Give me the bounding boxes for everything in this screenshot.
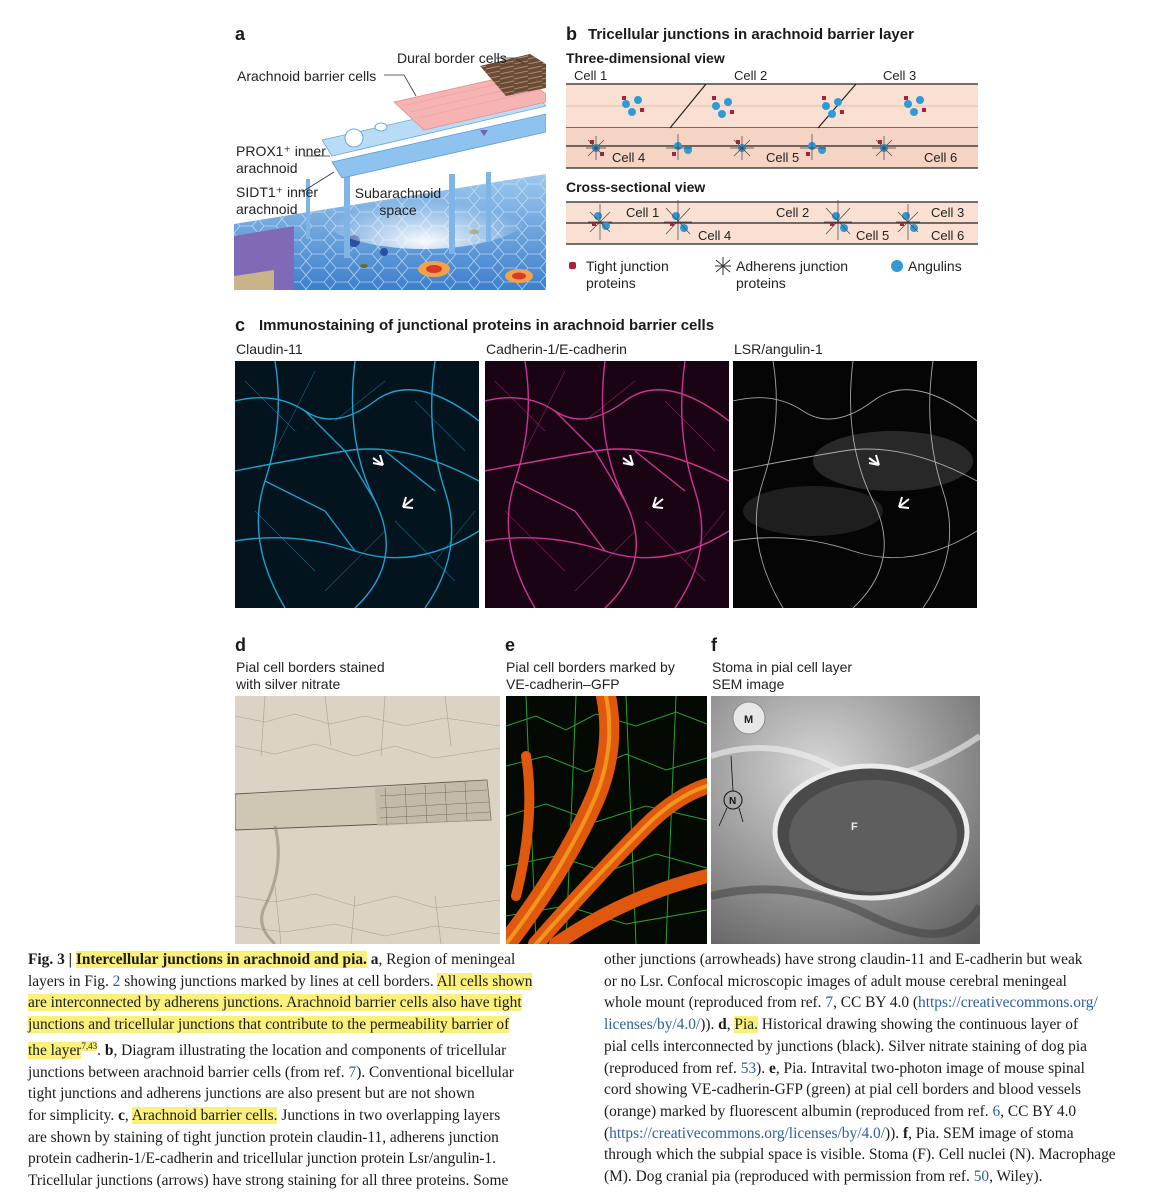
cross-cell-5: Cell 5 (856, 228, 889, 243)
figure-title: Intercellular junctions in arachnoid and… (75, 951, 367, 968)
ref-link[interactable]: 7 (825, 994, 834, 1012)
panel-e-subtitle-1: Pial cell borders marked by (506, 659, 675, 675)
panel-d-subtitle-2: with silver nitrate (236, 676, 341, 692)
cell-6-label: Cell 6 (924, 150, 957, 165)
ref-link[interactable]: 50 (973, 1168, 990, 1186)
legend-adherens-2: proteins (736, 275, 786, 291)
sem-stoma-image: M N F (711, 696, 980, 944)
license-link[interactable]: licenses/by/4.0/ (604, 1016, 701, 1034)
marker-n: N (729, 796, 736, 807)
tight-junction-icon (569, 262, 576, 269)
ref-link[interactable]: 7 (348, 1063, 357, 1081)
label-sidt1-1: SIDT1⁺ inner (236, 184, 319, 200)
adherens-junction-icon (715, 257, 731, 275)
view-3d-heading: Three-dimensional view (566, 50, 725, 66)
ref-link[interactable]: 2 (112, 972, 121, 990)
legend-tight-2: proteins (586, 275, 636, 291)
panel-b-title: Tricellular junctions in arachnoid barri… (588, 26, 914, 43)
ve-cadherin-image (506, 696, 707, 944)
panel-c-letter: c (235, 315, 246, 335)
license-link[interactable]: https://creativecommons.org/ (918, 994, 1098, 1012)
ref-link[interactable]: 53 (740, 1059, 757, 1077)
arrow-icon (898, 496, 910, 509)
panel-e-letter: e (505, 635, 516, 655)
label-dural-border: Dural border cells (397, 50, 507, 66)
lsr-micrograph (733, 361, 977, 608)
cadherin-micrograph (485, 361, 729, 608)
caption-left-column: Fig. 3 | Intercellular junctions in arac… (28, 951, 533, 1190)
label-subarachnoid-1: Subarachnoid (354, 185, 442, 201)
arrow-icon (402, 496, 414, 509)
label-subarachnoid-2: space (379, 202, 417, 218)
arrow-icon (622, 454, 634, 466)
silver-nitrate-image (235, 696, 500, 944)
arrow-icon (868, 454, 880, 466)
panel-d-subtitle-1: Pial cell borders stained (236, 659, 385, 675)
label-prox1-1: PROX1⁺ inner (236, 143, 326, 159)
cell-4-label: Cell 4 (612, 150, 645, 165)
panel-d-letter: d (235, 635, 246, 655)
legend-tight-1: Tight junction (586, 258, 669, 274)
label-prox1-2: arachnoid (236, 160, 298, 176)
cell-1-label: Cell 1 (574, 68, 607, 83)
junction-cluster (622, 96, 644, 116)
marker-m: M (744, 714, 753, 726)
cross-cell-2: Cell 2 (776, 205, 809, 220)
panel-f-subtitle-2: SEM image (712, 676, 785, 692)
claudin-micrograph (235, 361, 479, 608)
cell-3-label: Cell 3 (883, 68, 916, 83)
label-cadherin: Cadherin-1/E-cadherin (486, 341, 627, 357)
angulin-icon (891, 260, 903, 272)
cell-2-label: Cell 2 (734, 68, 767, 83)
label-arachnoid-barrier: Arachnoid barrier cells (237, 68, 377, 84)
panel-e-subtitle-2: VE-cadherin–GFP (506, 676, 620, 692)
tricellular-cross-diagram: Cell 1 Cell 2 Cell 3 Cell 4 Cell 5 Cell … (566, 200, 978, 245)
panel-a-letter: a (235, 24, 246, 44)
cross-cell-1: Cell 1 (626, 205, 659, 220)
tricellular-3d-diagram: Cell 1 Cell 2 Cell 3 Cell 4 Cell 5 Cell … (566, 68, 978, 169)
panel-b-letter: b (566, 24, 577, 44)
label-lsr: LSR/angulin-1 (734, 341, 823, 357)
figure-number: Fig. 3 | (28, 951, 76, 968)
legend-angulins: Angulins (908, 258, 962, 274)
cross-cell-6: Cell 6 (931, 228, 964, 243)
license-link[interactable]: https://creativecommons.org/licenses/by/… (609, 1124, 885, 1142)
cell-5-label: Cell 5 (766, 150, 799, 165)
label-claudin: Claudin-11 (236, 341, 303, 357)
marker-f: F (851, 821, 858, 833)
ref-link[interactable]: 6 (992, 1102, 1001, 1120)
cross-section-heading: Cross-sectional view (566, 179, 706, 195)
arrow-icon (372, 454, 384, 466)
label-sidt1-2: arachnoid (236, 201, 298, 217)
cross-cell-3: Cell 3 (931, 205, 964, 220)
legend-adherens-1: Adherens junction (736, 258, 849, 274)
caption-right-column: other junctions (arrowheads) have strong… (604, 951, 1116, 1186)
arrow-icon (652, 496, 664, 509)
panel-c-title: Immunostaining of junctional proteins in… (259, 317, 715, 334)
panel-f-letter: f (711, 635, 717, 655)
panel-a-diagram (234, 54, 546, 290)
panel-f-subtitle-1: Stoma in pial cell layer (712, 659, 853, 675)
cross-cell-4: Cell 4 (698, 228, 731, 243)
